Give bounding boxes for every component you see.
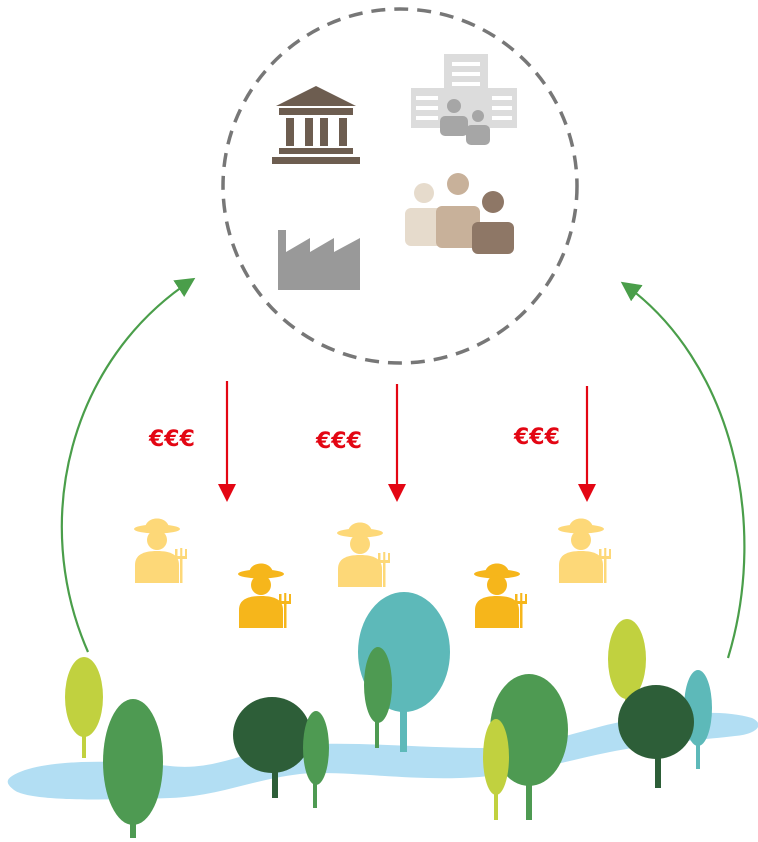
payment-label-left: €€€ bbox=[148, 427, 195, 452]
tree-mid-left bbox=[103, 699, 163, 838]
payment-label-center: €€€ bbox=[315, 429, 362, 454]
tree-mid-right bbox=[490, 674, 568, 820]
office-meeting-icon bbox=[411, 54, 517, 145]
tree-mid-center bbox=[364, 647, 392, 748]
tree-mid-small bbox=[303, 711, 329, 808]
tree-dark-right bbox=[618, 685, 694, 788]
farmer-icon bbox=[474, 563, 527, 628]
tree-dark-left bbox=[233, 697, 311, 798]
payment-label-right: €€€ bbox=[513, 425, 560, 450]
feedback-arrow-left bbox=[60, 277, 196, 653]
citizens-group-icon bbox=[405, 173, 514, 254]
factory-icon bbox=[278, 230, 360, 290]
stakeholder-hub bbox=[221, 7, 579, 365]
river bbox=[7, 712, 758, 800]
farmer-icon bbox=[337, 522, 390, 587]
farmer-icon bbox=[558, 518, 611, 583]
government-building-icon bbox=[272, 86, 360, 164]
feedback-arrow-right bbox=[620, 281, 746, 659]
tree-lime-left bbox=[65, 657, 103, 758]
farmer-icon bbox=[238, 563, 291, 628]
money-arrows bbox=[218, 381, 596, 502]
farmer-icon bbox=[134, 518, 187, 583]
tree-lime-small bbox=[483, 719, 509, 820]
